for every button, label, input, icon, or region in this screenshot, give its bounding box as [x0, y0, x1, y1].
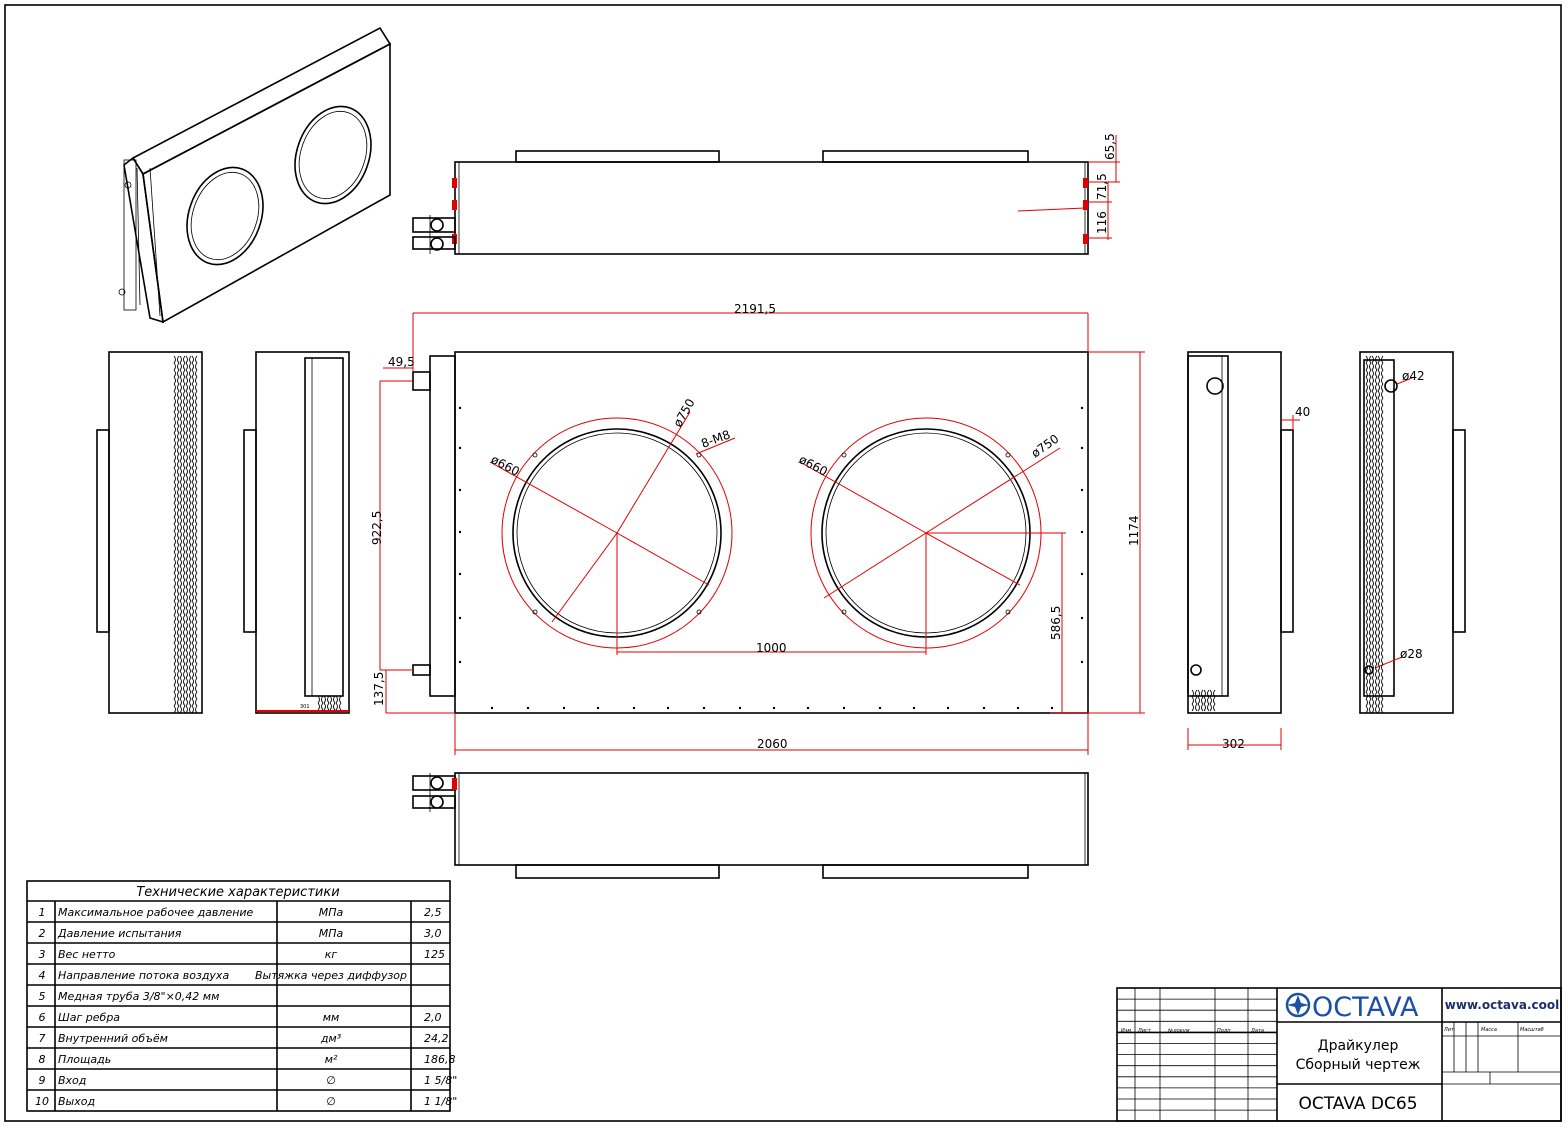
spec-row-unit: ∅	[326, 1074, 336, 1087]
right-side-view-coil	[1359, 351, 1466, 714]
spec-row-value: 2,5	[424, 906, 442, 919]
tb-header: Подп	[1217, 1028, 1231, 1034]
product-name: Драйкулер	[1318, 1038, 1399, 1054]
dim-137-5: 137,5	[372, 672, 386, 706]
spec-row-name: Вход	[58, 1074, 86, 1087]
dim-49-5: 49,5	[388, 355, 415, 369]
tb-right-header: Масштаб	[1520, 1027, 1544, 1033]
spec-row-name: Выход	[58, 1095, 95, 1108]
right-side-view	[1187, 351, 1300, 750]
dim-40: 40	[1295, 405, 1310, 419]
isometric-view	[118, 26, 392, 324]
spec-row-value: 2,0	[424, 1011, 442, 1024]
dim-2191-5: 2191,5	[734, 302, 776, 316]
brand-url: www.octava.cool	[1445, 998, 1559, 1012]
dim-71-5: 71,5	[1095, 173, 1109, 200]
spec-row-value: 3,0	[424, 927, 442, 940]
spec-row-unit: дм³	[320, 1032, 342, 1045]
spec-row-unit: мм	[323, 1011, 340, 1024]
spec-row-unit: МПа	[319, 927, 344, 940]
spec-row-name: Медная труба 3/8"×0,42 мм	[58, 990, 219, 1003]
tb-right-header: Лит	[1443, 1027, 1455, 1033]
spec-row-n: 4	[39, 969, 46, 982]
spec-row-name: Давление испытания	[57, 927, 182, 940]
dim-116: 116	[1095, 211, 1109, 234]
left-side-view	[243, 351, 350, 714]
spec-row-n: 1	[39, 906, 46, 919]
spec-row-name: Вес нетто	[58, 948, 116, 961]
drawing-type: Сборный чертеж	[1296, 1057, 1421, 1073]
spec-row-n: 10	[35, 1095, 49, 1108]
spec-row-n: 8	[39, 1053, 46, 1066]
spec-row-value: 24,2	[424, 1032, 449, 1045]
bottom-view	[412, 772, 1089, 879]
spec-table-title: Технические характеристики	[136, 885, 339, 900]
spec-row-n: 2	[39, 927, 46, 940]
spec-row-n: 5	[39, 990, 46, 1003]
dim-phi660-fan2: ø660	[797, 452, 830, 479]
sheet-frame	[4, 4, 1562, 1122]
spec-row-value: 1 1/8"	[424, 1095, 457, 1108]
model-name: OCTAVA DC65	[1298, 1094, 1417, 1114]
spec-row-name: Площадь	[58, 1053, 111, 1066]
title-block	[1116, 987, 1562, 1122]
spec-row-n: 6	[39, 1011, 46, 1024]
dim-65-5: 65,5	[1103, 133, 1117, 160]
dim-phi660-fan1: ø660	[489, 452, 522, 479]
dim-phi42: ø42	[1402, 369, 1425, 383]
left-side-view-coil	[96, 351, 203, 714]
dim-8-m8: 8-M8	[699, 427, 732, 450]
tb-right-header: Масса	[1481, 1027, 1497, 1033]
tb-header: Дата	[1250, 1028, 1264, 1034]
brand-name: OCTAVA	[1312, 992, 1419, 1023]
spec-row-value: 186,8	[424, 1053, 456, 1066]
spec-row-n: 9	[39, 1074, 46, 1087]
dim-2060: 2060	[757, 737, 788, 751]
spec-row-name: Внутренний объём	[58, 1032, 168, 1045]
dim-phi750-fan1: ø750	[670, 396, 697, 429]
front-view	[379, 312, 1145, 755]
spec-row-value: 1 5/8"	[424, 1074, 457, 1087]
tb-header: Лист	[1137, 1028, 1152, 1034]
dim-922-5: 922,5	[370, 511, 384, 545]
dim-302: 302	[1222, 737, 1245, 751]
spec-row-value: 125	[424, 948, 445, 961]
spec-row-name: Направление потока воздуха	[58, 969, 229, 982]
dim-small-label: 301	[300, 704, 310, 710]
spec-row-unit: м²	[325, 1053, 338, 1066]
spec-row-unit: кг	[325, 948, 338, 961]
octava-logo-icon	[1285, 992, 1311, 1018]
spec-row-n: 3	[39, 948, 46, 961]
tb-header: №докум	[1167, 1028, 1190, 1034]
spec-row-unit: Вытяжка через диффузор	[255, 969, 407, 982]
dim-phi28: ø28	[1400, 647, 1423, 661]
spec-row-n: 7	[39, 1032, 46, 1045]
dim-586-5: 586,5	[1049, 606, 1063, 640]
spec-row-unit: МПа	[319, 906, 344, 919]
spec-table	[26, 880, 451, 1112]
top-view	[412, 135, 1120, 255]
spec-row-name: Шаг ребра	[58, 1011, 120, 1024]
dim-phi750-fan2: ø750	[1029, 432, 1062, 461]
dim-1000: 1000	[756, 641, 787, 655]
tb-header: Изм	[1121, 1028, 1131, 1034]
spec-row-name: Максимальное рабочее давление	[58, 906, 254, 919]
dim-1174: 1174	[1127, 515, 1141, 546]
spec-row-unit: ∅	[326, 1095, 336, 1108]
